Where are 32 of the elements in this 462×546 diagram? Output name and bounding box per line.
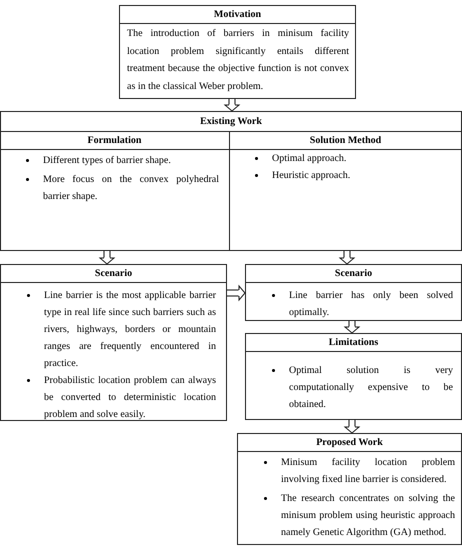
bullet-item: Optimal solution is very computationally expensive to be obtained.	[289, 364, 453, 412]
block-arrow	[344, 321, 360, 334]
text-box	[0, 111, 462, 251]
text-box	[237, 433, 462, 545]
bullet-item: Line barrier is the most applicable barrier type in real life since such barriers such as rivers, highways, borders or mountain ranges are frequently encountered in practice.	[44, 289, 216, 371]
block-arrow	[344, 420, 360, 434]
text-box	[245, 333, 462, 420]
bullet-item: The research concentrates on solving the minisum problem using heuristic approach namely Genetic Algorithm (GA) method.	[281, 492, 455, 540]
bullet-item: More focus on the convex polyhedral barrier shape.	[43, 173, 219, 204]
box-heading: Limitations	[246, 334, 461, 352]
text-box	[0, 132, 230, 251]
block-arrow	[227, 286, 246, 300]
text-box	[0, 264, 227, 421]
box-heading: Proposed Work	[238, 434, 461, 452]
bullet-item: Minisum facility location problem involving fixed line barrier is considered.	[281, 456, 455, 487]
box-heading: Existing Work	[1, 112, 461, 132]
block-arrow	[340, 251, 354, 264]
box-heading: Scenario	[1, 265, 226, 283]
bullet-item: Line barrier has only been solved optimally.	[289, 289, 453, 320]
bullet-item: Different types of barrier shape.	[43, 154, 172, 168]
box-heading: Scenario	[246, 265, 461, 283]
bullet-item: Probabilistic location problem can always be converted to deterministic location problem and solve easily.	[44, 374, 216, 422]
bullet-item: Optimal approach.	[272, 152, 348, 166]
box-text: The introduction of barriers in minisum facility location problem significantly entails different treatment because the objective function is not convex as in the classical Weber problem.	[126, 27, 350, 94]
block-arrow	[100, 251, 114, 264]
text-box	[119, 5, 356, 99]
box-heading: Motivation	[120, 6, 355, 24]
text-box	[245, 264, 462, 321]
block-arrow	[224, 99, 240, 112]
bullet-item: Heuristic approach.	[272, 169, 352, 183]
box-heading: Formulation	[0, 132, 229, 150]
box-heading: Solution Method	[229, 132, 462, 150]
